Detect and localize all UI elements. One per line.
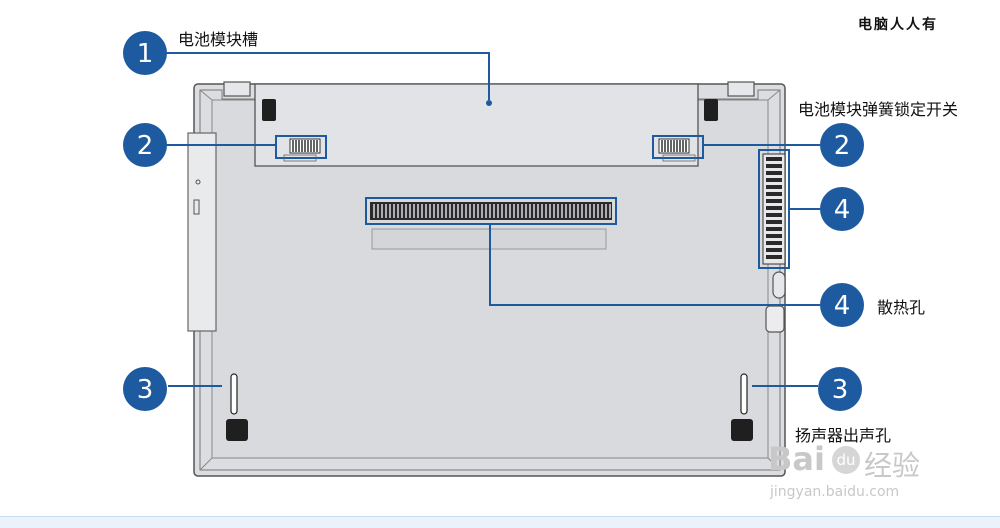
callout-3-left-text: 3	[137, 375, 154, 405]
callout-4-center-text: 4	[834, 291, 851, 321]
watermark-brand: Bai	[768, 440, 825, 478]
callouts: 1 2 2 4 3 4 3	[123, 31, 864, 411]
watermark-cn: 经验	[864, 449, 921, 482]
label-speakers: 扬声器出声孔	[795, 426, 892, 445]
brand-text: 电脑人人有	[858, 17, 938, 33]
label-vents: 散热孔	[877, 298, 926, 317]
callout-1: 1	[123, 31, 167, 75]
callout-2-left-text: 2	[137, 131, 154, 161]
callout-3-left: 3	[123, 367, 167, 411]
leader-lines	[162, 52, 820, 387]
callout-4-side-text: 4	[834, 195, 851, 225]
speaker-left	[226, 373, 248, 441]
watermark-paw-text: du	[836, 451, 856, 469]
battery-latch-right	[652, 135, 704, 162]
bottom-bar	[0, 516, 1000, 528]
battery-latch-left	[275, 135, 327, 162]
callout-3-right: 3	[818, 367, 862, 411]
callout-3-right-text: 3	[832, 375, 849, 405]
callout-1-text: 1	[137, 39, 154, 69]
watermark-url: jingyan.baidu.com	[770, 484, 900, 500]
callout-2-right: 2	[820, 123, 864, 167]
label-battery-slot: 电池模块槽	[178, 30, 259, 49]
speaker-right	[731, 373, 753, 441]
side-vent	[758, 149, 790, 333]
callout-2-right-text: 2	[834, 131, 851, 161]
leader-line-1	[162, 52, 490, 100]
optical-drive	[187, 132, 217, 332]
callout-4-center: 4	[820, 283, 864, 327]
callout-2-left: 2	[123, 123, 167, 167]
watermark-paw-icon: du	[832, 446, 860, 474]
callout-4-side: 4	[820, 187, 864, 231]
battery-compartment	[254, 83, 718, 167]
label-battery-lock: 电池模块弹簧锁定开关	[798, 100, 959, 119]
leader-line-4-center	[489, 224, 820, 306]
